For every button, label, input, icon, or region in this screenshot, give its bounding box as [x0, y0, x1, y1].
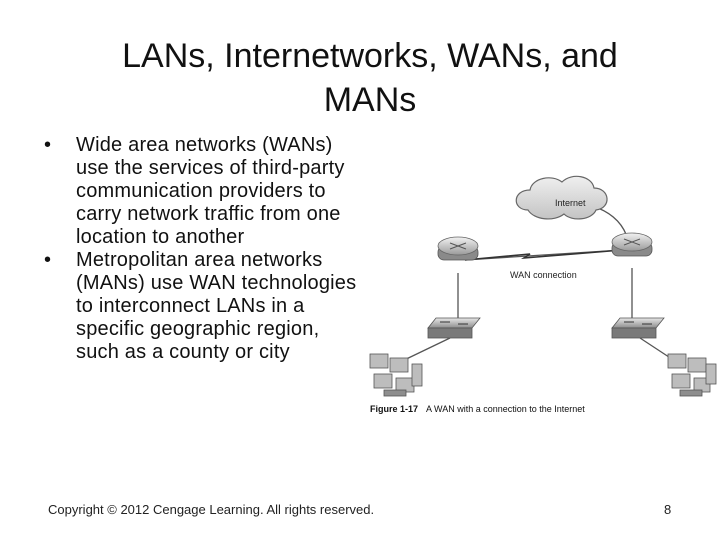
switch-icon-right — [611, 317, 665, 339]
bullet-glyph: • — [44, 249, 52, 271]
cloud-label: Internet — [555, 198, 586, 208]
switch-icon-left — [427, 317, 481, 339]
wan-lightning-icon — [464, 249, 623, 261]
page-number: 8 — [664, 502, 672, 517]
wan-diagram: Internet WAN connection — [369, 175, 717, 414]
slide-title-line-2: MANs — [323, 81, 417, 119]
network-links — [397, 207, 679, 364]
bullet-item-wan: • Wide area networks (WANs) use the serv… — [42, 134, 362, 249]
slide-title: LANs, Internetworks, WANs, and MANs — [60, 34, 680, 122]
wan-diagram-figure: Internet WAN connection — [340, 168, 720, 430]
figure-caption: Figure 1-17 A WAN with a connection to t… — [370, 404, 585, 414]
bullet-list: • Wide area networks (WANs) use the serv… — [42, 134, 362, 364]
wan-connection-label: WAN connection — [510, 270, 577, 280]
bullet-item-man: • Metropolitan area networks (MANs) use … — [42, 249, 362, 364]
internet-cloud-icon — [515, 175, 608, 220]
router-icon-right — [611, 232, 653, 257]
figure-caption-text: A WAN with a connection to the Internet — [426, 404, 585, 414]
slide-title-line-1: LANs, Internetworks, WANs, and — [122, 37, 618, 75]
lan-computers-icon-left — [369, 353, 423, 397]
bullet-glyph: • — [44, 134, 52, 156]
bullet-text: Metropolitan area networks (MANs) use WA… — [76, 249, 357, 363]
figure-caption-number: Figure 1-17 — [370, 404, 418, 414]
bullet-text: Wide area networks (WANs) use the servic… — [76, 134, 345, 248]
copyright-footer: Copyright © 2012 Cengage Learning. All r… — [48, 502, 375, 517]
lan-computers-icon-right — [667, 353, 717, 397]
router-icon-left — [437, 236, 479, 261]
